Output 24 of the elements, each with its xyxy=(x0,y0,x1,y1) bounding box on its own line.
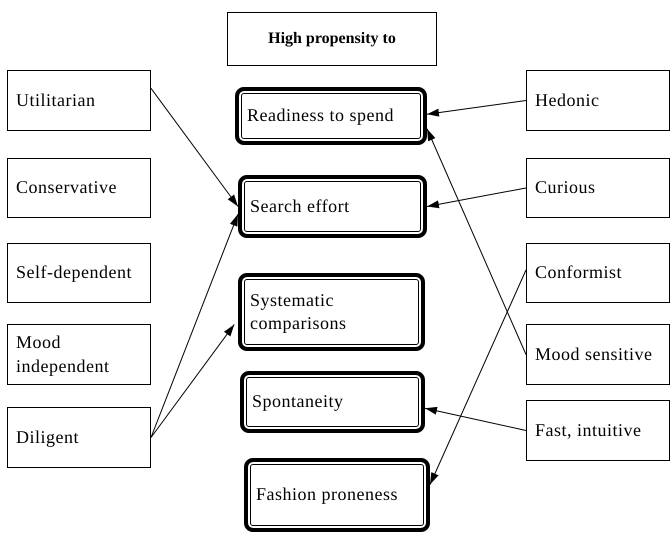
arrow xyxy=(424,406,526,431)
arrow xyxy=(426,128,526,355)
trait-box: Conservative xyxy=(7,158,151,218)
outcome-box: Spontaneity xyxy=(240,371,425,433)
outcome-box: Fashion proneness xyxy=(244,458,430,532)
outcome-box: Readiness to spend xyxy=(235,87,427,145)
arrow xyxy=(426,188,526,208)
trait-box: Self-dependent xyxy=(7,243,151,303)
arrow xyxy=(426,100,526,117)
trait-box: Hedonic xyxy=(526,70,670,131)
trait-box: Utilitarian xyxy=(7,70,151,131)
arrow xyxy=(150,88,238,207)
arrow xyxy=(150,324,235,438)
outcome-box: Systematic comparisons xyxy=(238,273,425,351)
trait-box: Diligent xyxy=(7,407,151,468)
arrow xyxy=(430,270,526,486)
trait-box: Mood sensitive xyxy=(526,324,670,385)
trait-box: Fast, intuitive xyxy=(526,400,670,461)
trait-box: Curious xyxy=(526,158,670,218)
outcome-box: Search effort xyxy=(238,175,427,238)
arrow xyxy=(150,214,238,438)
trait-box: Mood independent xyxy=(7,324,151,385)
trait-box: Conformist xyxy=(526,243,670,303)
heading-box: High propensity to xyxy=(227,12,437,66)
